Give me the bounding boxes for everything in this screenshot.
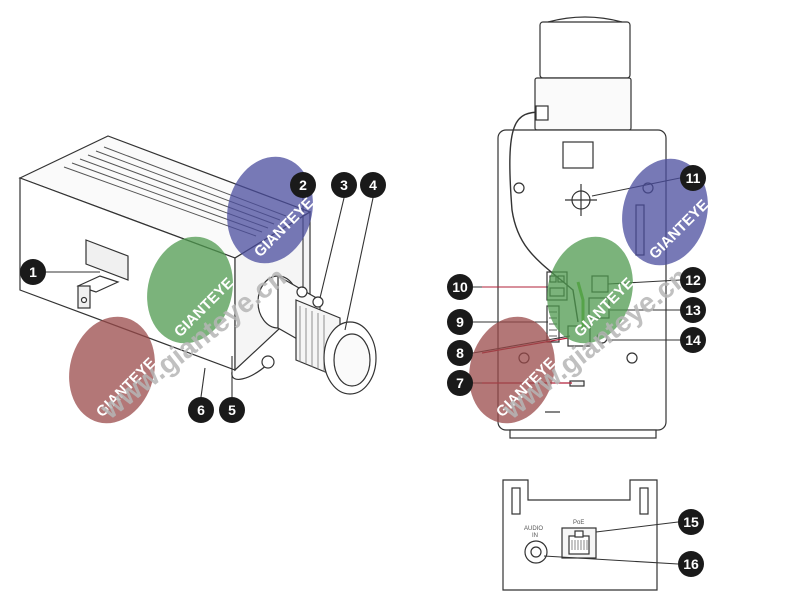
svg-text:16: 16 [683, 556, 699, 572]
svg-text:7: 7 [456, 375, 464, 391]
camera-bottom-view [502, 479, 658, 591]
callout-2: 2 [290, 172, 316, 198]
callouts: 1 2 3 4 5 6 7 8 9 10 11 12 13 14 15 16 [20, 165, 706, 577]
callout-9: 9 [447, 309, 473, 335]
svg-text:10: 10 [452, 279, 468, 295]
callout-7: 7 [447, 370, 473, 396]
callout-5: 5 [219, 397, 245, 423]
callout-11: 11 [680, 165, 706, 191]
callout-12: 12 [680, 267, 706, 293]
svg-text:8: 8 [456, 345, 464, 361]
callout-16: 16 [678, 551, 704, 577]
svg-text:1: 1 [29, 264, 37, 280]
svg-text:9: 9 [456, 314, 464, 330]
svg-text:11: 11 [686, 170, 701, 186]
callout-14: 14 [680, 327, 706, 353]
callout-4: 4 [360, 172, 386, 198]
poe-label: PoE [573, 520, 584, 526]
callout-6: 6 [188, 397, 214, 423]
svg-text:4: 4 [369, 177, 377, 193]
audio-in-label-line2: IN [532, 533, 538, 539]
callout-10: 10 [447, 274, 473, 300]
callout-3: 3 [331, 172, 357, 198]
callout-1: 1 [20, 259, 46, 285]
callout-15: 15 [678, 509, 704, 535]
svg-text:14: 14 [685, 332, 701, 348]
callout-8: 8 [447, 340, 473, 366]
callout-13: 13 [680, 297, 706, 323]
svg-text:6: 6 [197, 402, 205, 418]
audio-in-label: AUDIO [524, 526, 543, 532]
svg-text:2: 2 [299, 177, 307, 193]
svg-text:5: 5 [228, 402, 236, 418]
svg-text:13: 13 [685, 302, 701, 318]
svg-text:12: 12 [685, 272, 701, 288]
svg-text:3: 3 [340, 177, 348, 193]
svg-text:15: 15 [683, 514, 699, 530]
